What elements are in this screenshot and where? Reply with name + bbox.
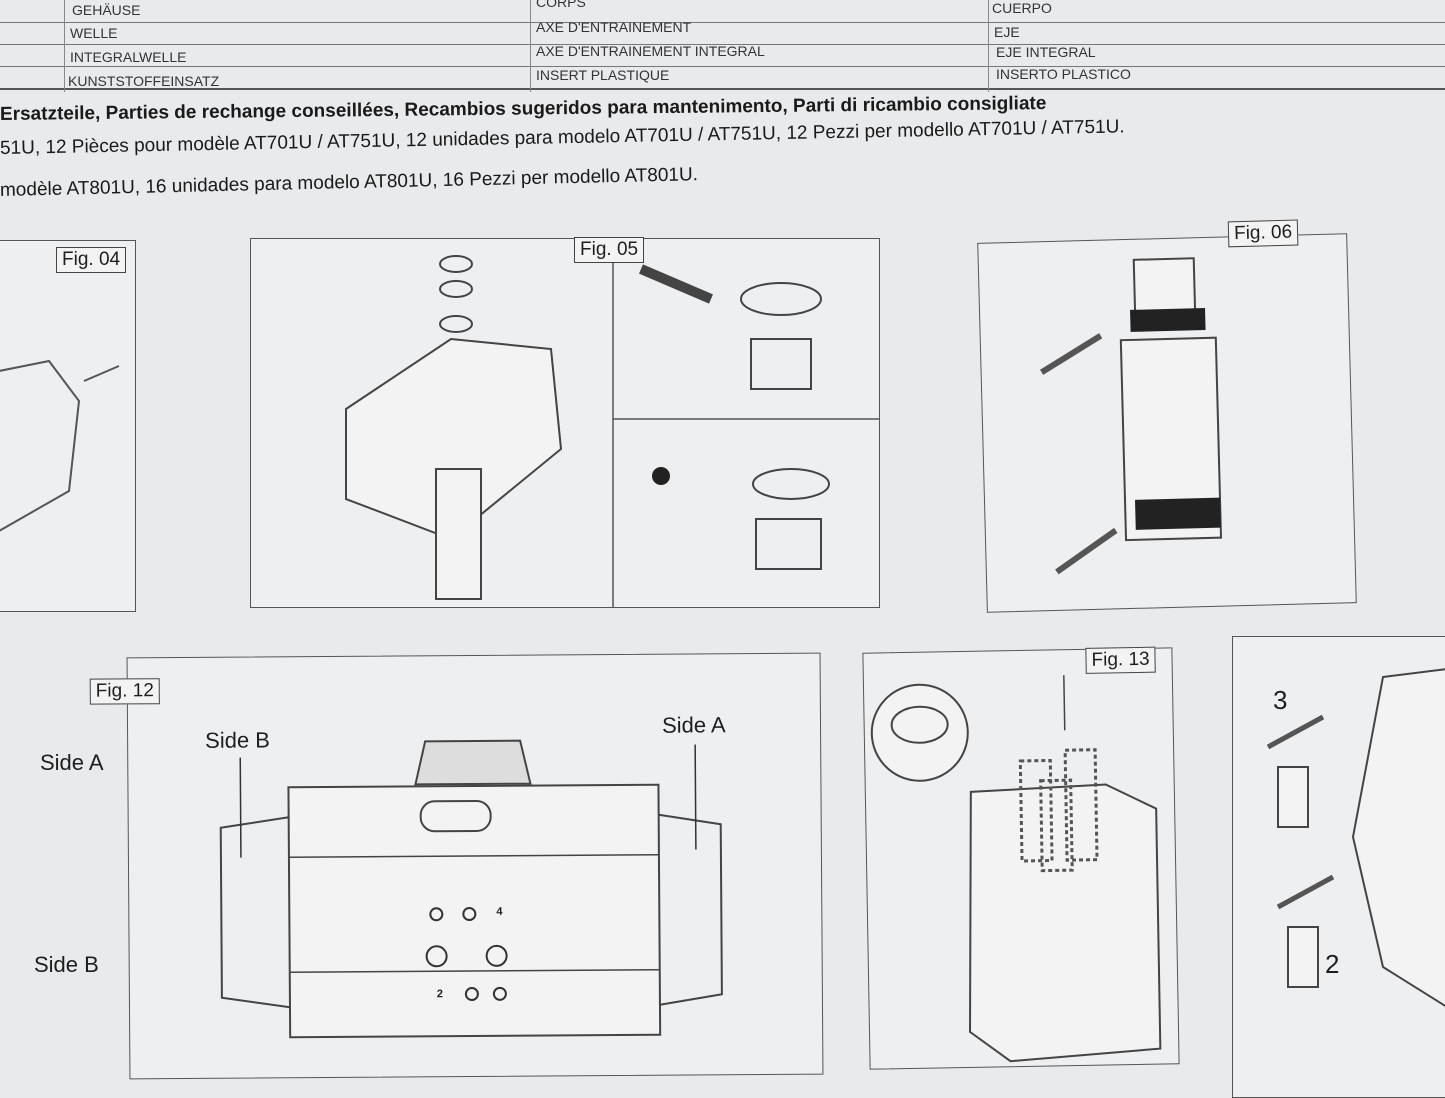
- table-row: GEHÄUSE CORPS CUERPO: [0, 0, 1445, 23]
- figure-13: Fig. 13: [862, 646, 1180, 1070]
- cell-es: EJE INTEGRAL: [996, 44, 1096, 60]
- table-row: KUNSTSTOFFEINSATZ INSERT PLASTIQUE INSER…: [0, 66, 1445, 90]
- side-b-label: Side B: [34, 952, 99, 977]
- table-divider: [64, 0, 65, 92]
- cell-fr: AXE D'ENTRAINEMENT INTEGRAL: [536, 43, 765, 59]
- table-divider: [530, 0, 531, 92]
- table-row: WELLE AXE D'ENTRAINEMENT EJE: [0, 19, 1445, 45]
- port-label: 2: [436, 988, 444, 1001]
- table-row: INTEGRALWELLE AXE D'ENTRAINEMENT INTEGRA…: [0, 43, 1445, 67]
- cell-de: KUNSTSTOFFEINSATZ: [68, 73, 220, 89]
- side-a-label: Side A: [661, 712, 726, 738]
- figure-label: Fig. 06: [1227, 219, 1299, 248]
- cell-fr: CORPS: [536, 0, 586, 10]
- cell-es: CUERPO: [992, 0, 1052, 16]
- figure-label: Fig. 12: [89, 678, 160, 705]
- figure-12: Fig. 12 Side B Side A 4 2: [89, 652, 824, 1080]
- bolt-assembly-illustration: [1266, 668, 1445, 1007]
- step-number: 2: [1325, 949, 1340, 979]
- figure-label: Fig. 13: [1085, 646, 1156, 674]
- figure-06: Fig. 06: [977, 219, 1357, 613]
- step-number: 3: [1273, 685, 1288, 715]
- figure-label: Fig. 05: [574, 237, 645, 263]
- cell-de: GEHÄUSE: [72, 2, 141, 18]
- disassembly-illustration: [345, 239, 879, 607]
- cell-fr: AXE D'ENTRAINEMENT: [536, 19, 692, 35]
- figure-04: Fig. 04: [0, 240, 136, 612]
- cell-es: EJE: [994, 24, 1020, 40]
- cell-de: INTEGRALWELLE: [70, 49, 187, 65]
- actuator-shaft-illustration: [0, 359, 120, 532]
- spring-cartridge-illustration: [870, 675, 1162, 1063]
- port-label: 4: [496, 905, 503, 918]
- cell-fr: INSERT PLASTIQUE: [536, 67, 670, 83]
- figure-label: Fig. 04: [56, 247, 127, 273]
- cell-de: WELLE: [70, 25, 118, 41]
- parts-table: GEHÄUSE CORPS CUERPO WELLE AXE D'ENTRAIN…: [0, 0, 1445, 92]
- side-a-label: Side A: [40, 750, 104, 775]
- spare-parts-line-2: modèle AT801U, 16 unidades para modelo A…: [0, 164, 699, 201]
- figure-partial-right: 3 2: [1232, 636, 1445, 1098]
- figure-05: Fig. 05: [250, 237, 880, 608]
- side-b-label: Side B: [205, 727, 271, 753]
- table-divider: [988, 0, 989, 92]
- shaft-seal-illustration: [1040, 257, 1223, 575]
- cell-es: INSERTO PLASTICO: [996, 66, 1131, 82]
- actuator-side-view-illustration: [219, 739, 723, 1039]
